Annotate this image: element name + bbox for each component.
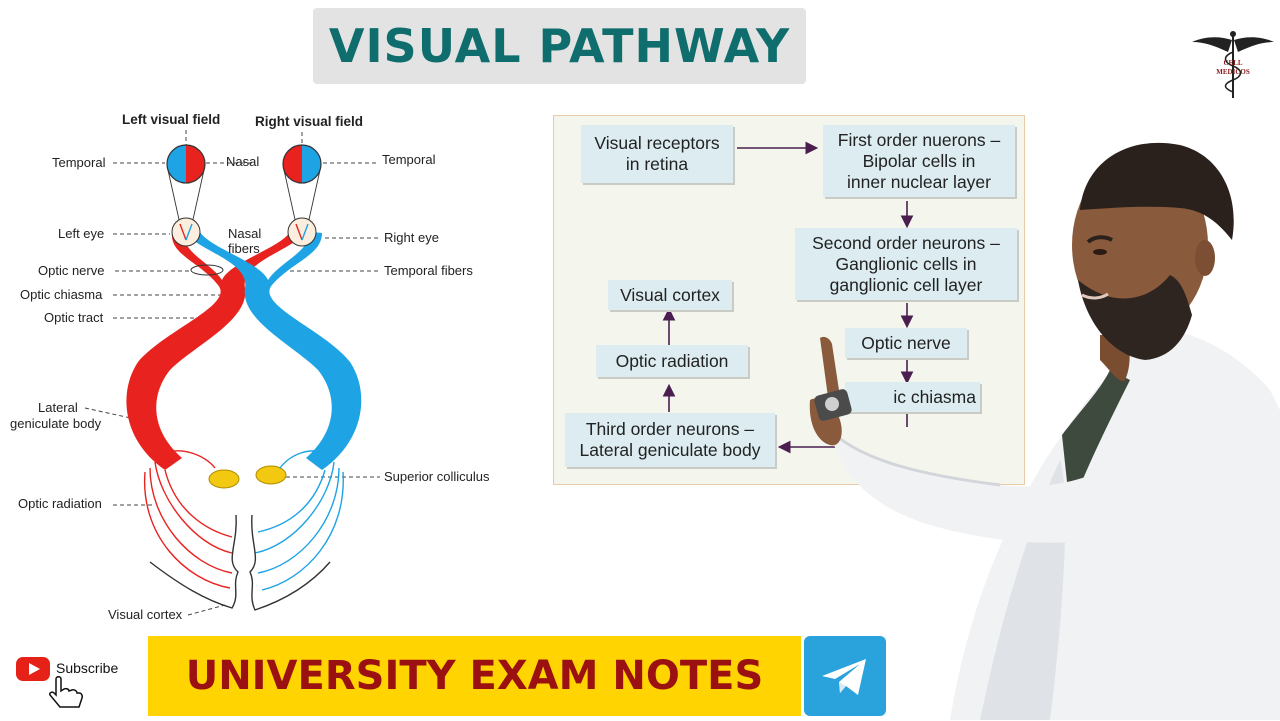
flow-box-optic-radiation: Optic radiation [596,345,748,377]
title-box: VISUAL PATHWAY [313,8,806,84]
flow-box-second-order: Second order neurons – Ganglionic cells … [795,228,1017,300]
telegram-icon [822,659,866,695]
left-pathway-red [126,232,300,470]
label-right-eye: Right eye [384,230,439,245]
label-temporal-left: Temporal [52,155,106,170]
flow-box-visual-cortex: Visual cortex [608,280,732,310]
label-temporal-fibers: Temporal fibers [384,263,473,278]
banner-text: UNIVERSITY EXAM NOTES [185,653,764,699]
flowchart-arrows [662,141,914,454]
label-leaders [84,130,380,616]
visual-cortex-outline [149,514,331,611]
label-optic-radiation: Optic radiation [18,496,102,511]
youtube-icon [16,657,50,681]
right-superior-colliculus [255,465,287,485]
caduceus-icon: CELL MEDICOS [1192,31,1274,98]
subscribe-label: Subscribe [56,660,119,676]
left-optic-radiation [143,450,233,589]
label-visual-cortex: Visual cortex [108,607,183,622]
flow-box-optic-nerve: Optic nerve [845,328,967,358]
right-optic-radiation [254,450,344,591]
telegram-button[interactable] [804,636,886,716]
right-visual-field-circle [282,144,322,184]
label-nasal: Nasal [226,154,259,169]
left-visual-field-heading: Left visual field [122,112,220,127]
hand-cursor-icon [49,676,83,708]
flow-box-third-order: Third order neurons – Lateral geniculate… [565,413,775,467]
logo-line-2: MEDICOS [1216,68,1250,76]
flow-box-first-order: First order nuerons – Bipolar cells in i… [823,125,1015,197]
label-optic-nerve: Optic nerve [38,263,104,278]
left-visual-field-circle [166,144,206,184]
visual-pathway-diagram: Left visual field Right visual field [10,112,490,622]
label-nasal-fibers-1: Nasal [228,226,261,241]
label-lateral-2: geniculate body [10,416,102,431]
presenter-figure [809,142,1280,720]
exam-notes-banner: UNIVERSITY EXAM NOTES [148,636,801,716]
subscribe-button[interactable]: Subscribe [14,655,144,711]
label-superior-colliculus: Superior colliculus [384,469,490,484]
right-visual-field-heading: Right visual field [255,114,363,129]
flow-box-optic-chiasma: ic chiasma [845,382,980,412]
right-eye [287,217,317,247]
page-title: VISUAL PATHWAY [328,19,791,73]
label-optic-chiasma: Optic chiasma [20,287,103,302]
logo-line-1: CELL [1223,59,1242,67]
label-left-eye: Left eye [58,226,104,241]
right-pathway-blue [190,232,362,470]
label-nasal-fibers-2: fibers [228,241,260,256]
flow-box-receptors: Visual receptors in retina [581,125,733,183]
label-optic-tract: Optic tract [44,310,104,325]
left-eye [171,217,201,247]
label-lateral-1: Lateral [38,400,78,415]
label-temporal-right: Temporal [382,152,436,167]
left-superior-colliculus [208,469,240,489]
